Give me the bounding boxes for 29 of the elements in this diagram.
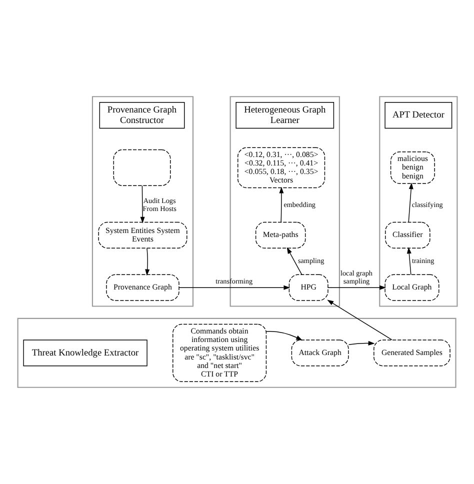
node-box: Provenance Graph (106, 274, 179, 301)
arrow (327, 285, 386, 290)
arrow (348, 340, 374, 346)
arrow (265, 331, 302, 340)
arrow (408, 182, 413, 222)
arrow (278, 186, 284, 223)
node-box (112, 149, 170, 186)
arrow (286, 247, 302, 275)
node-box: Provenance Graph Constructor (98, 102, 184, 129)
arrow (406, 247, 411, 275)
node-box: <0.12, 0.31, ···, 0.085> <0.32, 0.115, ···, 0.41> <0.055, 0.18, ···, 0.35> Vectors (237, 147, 325, 188)
node-box: APT Detector (384, 102, 452, 129)
node-box: Generated Samples (373, 340, 450, 366)
node-box: HPG (288, 274, 328, 301)
arrow (326, 300, 392, 340)
node-box: Attack Graph (290, 340, 348, 366)
node-box: Heterogeneous Graph Learner (235, 102, 334, 129)
arrow (144, 248, 150, 276)
arrow (140, 185, 144, 224)
node-box: malicious benign benign (390, 152, 434, 184)
node-box: Classifier (384, 222, 430, 248)
node-box: Threat Knowledge Extractor (22, 340, 147, 366)
cluster (16, 318, 456, 388)
cluster (91, 96, 194, 307)
arrow (178, 285, 290, 290)
node-box: Meta-paths (254, 222, 306, 248)
node-box: Commands obtain information using operating system utilities are "sc", "tasklist/svc" and "net start" CTI or TTP (172, 324, 266, 382)
node-box: System Entities System Events (98, 222, 187, 248)
node-box: Local Graph (384, 274, 439, 301)
